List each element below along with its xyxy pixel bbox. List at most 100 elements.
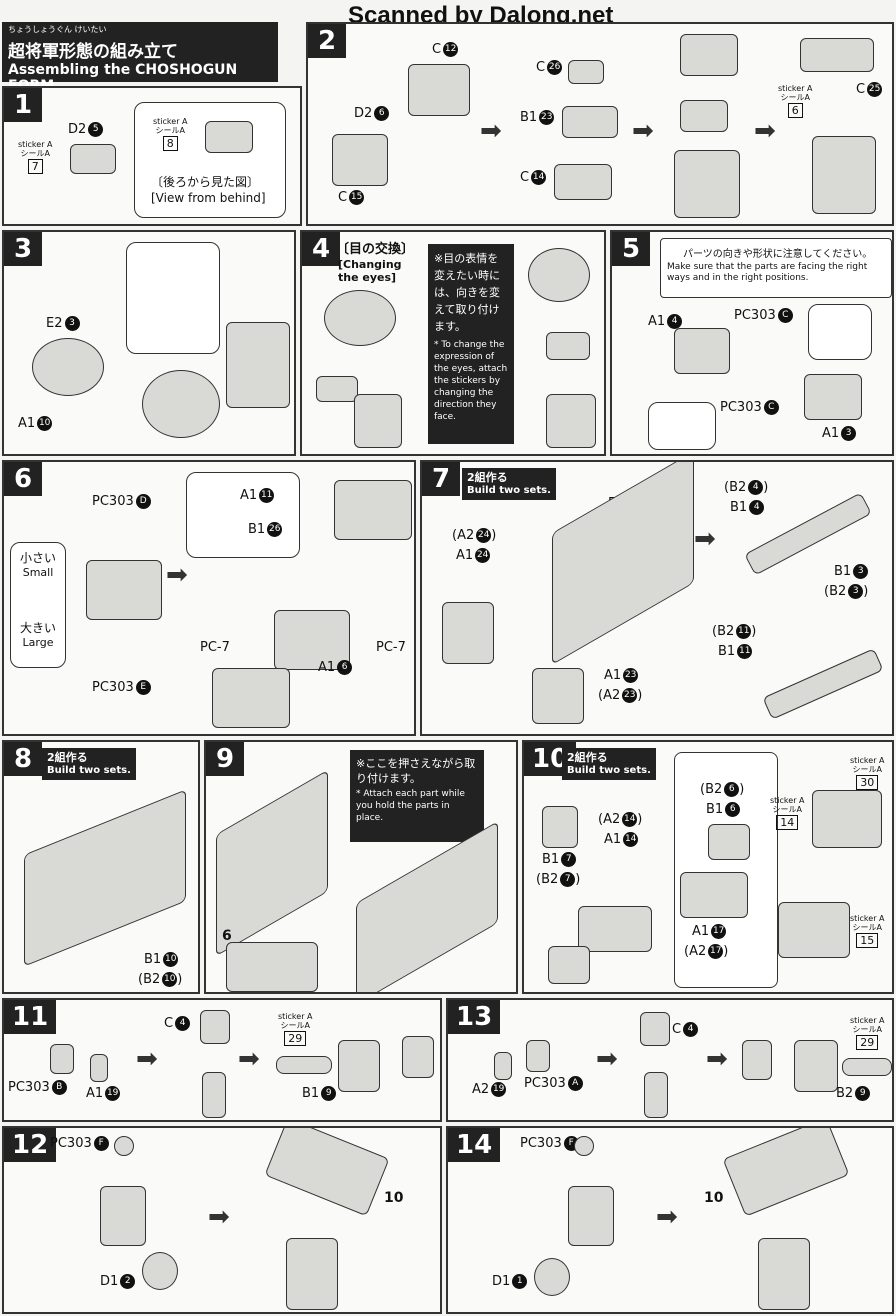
shoulder-ball-part bbox=[758, 1238, 810, 1310]
hand-part bbox=[200, 1010, 230, 1044]
star-crest-part bbox=[324, 290, 396, 346]
crest-piece-part bbox=[800, 38, 874, 72]
hand-part bbox=[640, 1012, 670, 1046]
eye-part bbox=[316, 376, 358, 402]
wing-frame-part bbox=[442, 602, 494, 664]
head-assembly-part bbox=[680, 100, 728, 132]
star-crest-part bbox=[142, 370, 220, 438]
eye-note: ※目の表情を変えたい時には、向きを変えて取り付けます。 * To change … bbox=[428, 244, 514, 444]
next-arrow: ➡ bbox=[754, 116, 776, 146]
next-arrow: ➡ bbox=[136, 1044, 158, 1074]
sticker-number: 8 bbox=[162, 136, 178, 151]
side-view-bubble bbox=[126, 242, 220, 354]
caution-jp: パーツの向きや形状に注意してください。 bbox=[683, 249, 873, 260]
shoulder-part bbox=[680, 872, 748, 918]
claw-part bbox=[548, 946, 590, 984]
small-en: Small bbox=[22, 566, 54, 579]
joint-part bbox=[526, 1040, 550, 1072]
part-label: PC-7 bbox=[200, 640, 230, 655]
step-number: 12 bbox=[4, 1128, 57, 1162]
sticker-number: 7 bbox=[27, 159, 43, 174]
step-number: 7 bbox=[422, 462, 460, 496]
sticker-number: 29 bbox=[856, 1035, 879, 1050]
poly-cap-bubble bbox=[808, 304, 872, 360]
hold-note: ※ここを押さえながら取り付けます。 * Attach each part whi… bbox=[350, 750, 484, 842]
step-5-panel: 5 パーツの向きや形状に注意してください。 Make sure that the… bbox=[610, 230, 894, 456]
joint-part bbox=[494, 1052, 512, 1080]
small-jp: 小さい bbox=[19, 551, 56, 565]
header-ruby: ちょうしょうぐん けいたい bbox=[8, 25, 107, 34]
part-label: PC-7 bbox=[376, 640, 406, 655]
parts-bubble bbox=[186, 472, 300, 558]
claw-part bbox=[542, 806, 578, 848]
torso-part bbox=[86, 560, 162, 620]
forearm-part bbox=[794, 1040, 838, 1092]
step-number: 3 bbox=[4, 232, 42, 266]
sticker-number: 30 bbox=[856, 775, 879, 790]
forehead-part bbox=[554, 164, 612, 200]
forearm-part bbox=[338, 1040, 380, 1092]
step-reference: 6 bbox=[222, 928, 232, 944]
torso-part bbox=[804, 374, 862, 420]
torso-assembly-part bbox=[212, 668, 290, 728]
next-arrow: ➡ bbox=[632, 116, 654, 146]
head-assembly-part bbox=[226, 322, 290, 408]
step-number: 4 bbox=[302, 232, 340, 266]
step-9-panel: 9 ※ここを押さえながら取り付けます。 * Attach each part w… bbox=[204, 740, 518, 994]
torso-part bbox=[674, 328, 730, 374]
note-en: * Attach each part while you hold the pa… bbox=[356, 789, 465, 823]
step-number: 2 bbox=[308, 24, 346, 58]
large-en: Large bbox=[22, 636, 54, 649]
head-assembly-part bbox=[354, 394, 402, 448]
note-jp: ※ここを押さえながら取り付けます。 bbox=[356, 757, 476, 785]
step-number: 13 bbox=[448, 1000, 501, 1034]
next-arrow: ➡ bbox=[706, 1044, 728, 1074]
head-assembly-part bbox=[680, 34, 738, 76]
poly-cap-ball bbox=[574, 1136, 594, 1156]
next-arrow: ➡ bbox=[238, 1044, 260, 1074]
joint-part bbox=[644, 1072, 668, 1118]
step-title-en: [Changing the eyes] bbox=[338, 258, 402, 284]
poly-cap-ball bbox=[114, 1136, 134, 1156]
wing-frame-part bbox=[532, 668, 584, 724]
